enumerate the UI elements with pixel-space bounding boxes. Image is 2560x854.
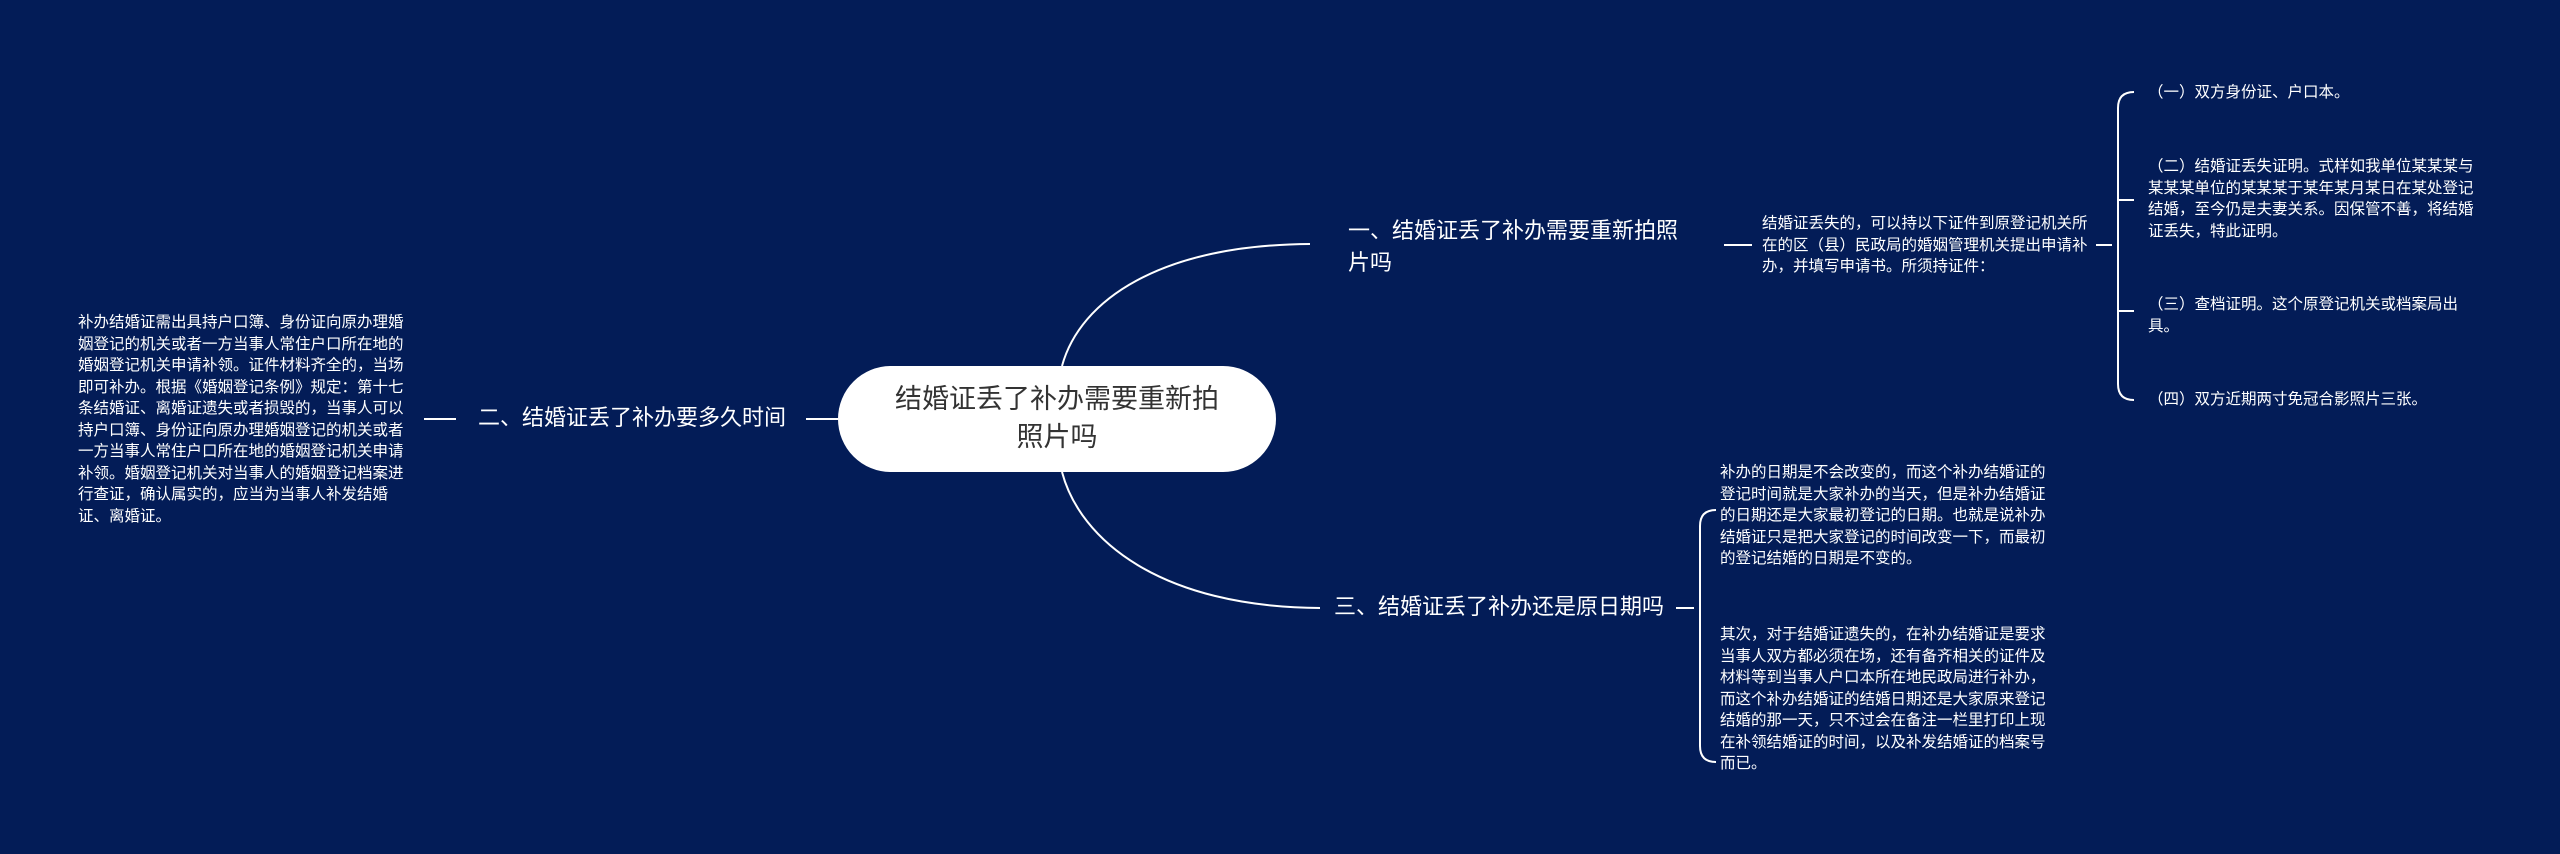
branch-1-title[interactable]: 一、结婚证丢了补办需要重新拍照片吗: [1348, 219, 1679, 276]
root-node[interactable]: 结婚证丢了补办需要重新拍照片吗: [838, 366, 1276, 472]
bracket-b3-texts: [1699, 509, 1717, 763]
branch-3-title[interactable]: 三、结婚证丢了补办还是原日期吗: [1334, 595, 1665, 620]
connector-root-b1: [1061, 243, 1311, 367]
branch-1-intro: 结婚证丢失的，可以持以下证件到原登记机关所在的区（县）民政局的婚姻管理机关提出申…: [1762, 214, 2088, 275]
branch-1-item-2: （二）结婚证丢失证明。式样如我单位某某某与某某某单位的某某某于某年某月某日在某处…: [2148, 157, 2474, 240]
bracket-b1-items: [2117, 91, 2135, 401]
branch-3-text-1: 补办的日期是不会改变的，而这个补办结婚证的登记时间就是大家补办的当天，但是补办结…: [1720, 463, 2046, 567]
root-title: 结婚证丢了补办需要重新拍照片吗: [895, 384, 1219, 453]
connector-root-b3: [1061, 471, 1321, 609]
branch-1-item-4: （四）双方近期两寸免冠合影照片三张。: [2148, 390, 2428, 408]
branch-2-text: 补办结婚证需出具持户口簿、身份证向原办理婚姻登记的机关或者一方当事人常住户口所在…: [78, 313, 404, 525]
branch-1-item-3: （三）查档证明。这个原登记机关或档案局出具。: [2148, 295, 2459, 335]
branch-2-title[interactable]: 二、结婚证丢了补办要多久时间: [478, 406, 787, 431]
branch-1-item-1: （一）双方身份证、户口本。: [2148, 83, 2350, 101]
branch-3-text-2: 其次，对于结婚证遗失的，在补办结婚证是要求当事人双方都必须在场，还有备齐相关的证…: [1720, 625, 2046, 772]
